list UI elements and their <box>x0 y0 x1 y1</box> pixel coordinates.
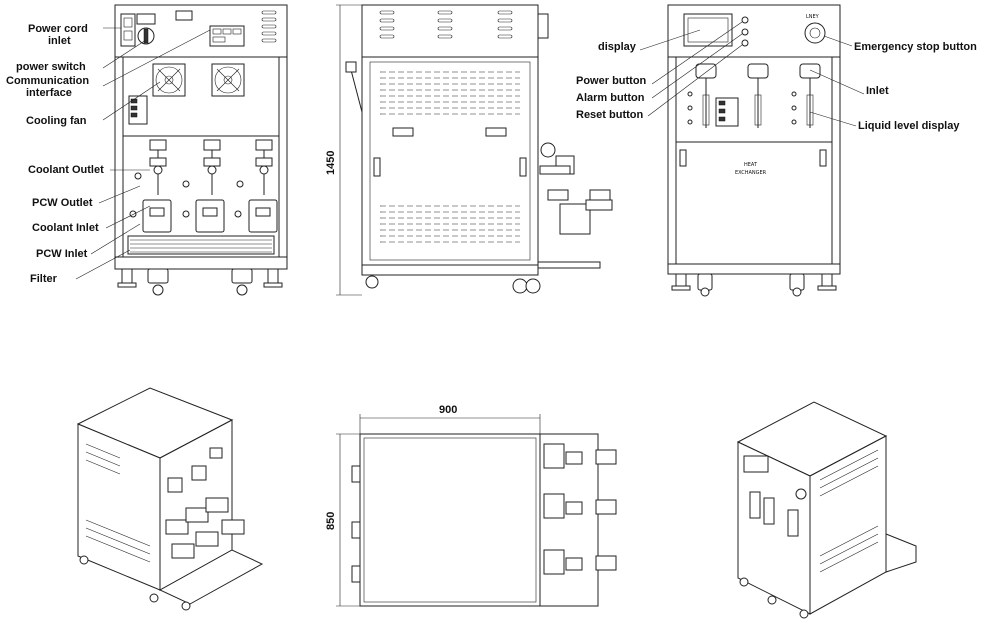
communication-interface <box>209 25 245 47</box>
label-communication-interface-1: Communication <box>6 75 89 87</box>
side-base <box>361 264 539 276</box>
side-view: 1450 <box>325 4 613 296</box>
label-filter: Filter <box>30 273 58 285</box>
rear-main-body <box>667 56 841 265</box>
dim-depth: 850 <box>325 512 337 530</box>
front-view: Power cord inlet power switch Communicat… <box>6 4 288 296</box>
label-coolant-outlet: Coolant Outlet <box>28 164 104 176</box>
filter-grille <box>127 235 275 255</box>
reset-button <box>741 39 749 47</box>
iso-piping <box>165 497 245 559</box>
top-view: 900 850 <box>325 404 617 607</box>
isometric-rear-view <box>736 401 917 619</box>
front-base <box>114 256 288 270</box>
label-power-cord-inlet-1: Power cord <box>28 23 88 35</box>
iso-left-vents <box>85 443 151 563</box>
pcw-filters <box>142 199 278 233</box>
power-switch-label-plate <box>136 13 156 25</box>
dim-width: 900 <box>439 404 457 416</box>
label-pcw-outlet: PCW Outlet <box>32 197 93 209</box>
side-piping <box>539 142 613 235</box>
label-liquid-level-display: Liquid level display <box>858 120 960 132</box>
side-top-vents <box>379 10 513 39</box>
label-communication-interface-2: interface <box>26 87 72 99</box>
label-power-button: Power button <box>576 75 647 87</box>
label-alarm-button: Alarm button <box>576 92 645 104</box>
iso-right-vents <box>819 449 879 573</box>
rear-view: LNEY HEAT EXCHANGER <box>576 4 977 297</box>
alarm-button <box>741 28 749 36</box>
heat-exchanger-label-1: HEAT <box>744 162 758 168</box>
cooling-fan-left <box>152 63 186 97</box>
top-view-body <box>359 433 541 607</box>
label-emergency-stop-button: Emergency stop button <box>854 41 977 53</box>
label-display: display <box>598 41 637 53</box>
label-inlet: Inlet <box>866 85 889 97</box>
emergency-stop-button <box>804 22 826 44</box>
label-coolant-inlet: Coolant Inlet <box>32 222 99 234</box>
power-cord-inlet <box>120 13 136 47</box>
top-view-valves <box>543 443 617 575</box>
rear-base <box>667 263 841 275</box>
label-pcw-inlet: PCW Inlet <box>36 248 88 260</box>
dim-height: 1450 <box>325 151 337 175</box>
rear-reservoirs <box>695 63 821 128</box>
front-top-vents <box>261 10 277 43</box>
side-lower-grille <box>380 205 520 243</box>
side-upper-grille <box>380 71 520 115</box>
isometric-front-view <box>76 387 264 611</box>
heat-exchanger-label-2: EXCHANGER <box>735 170 767 176</box>
iso-display <box>743 455 769 473</box>
side-top-panel <box>361 4 539 58</box>
brand-logo: LNEY <box>806 14 820 20</box>
side-main-body <box>361 56 539 266</box>
label-cooling-fan: Cooling fan <box>26 115 87 127</box>
front-leader-lines <box>75 27 211 280</box>
display-screen <box>683 13 733 47</box>
side-handle <box>350 69 363 113</box>
rear-leader-lines <box>639 21 865 127</box>
power-button <box>741 16 749 24</box>
coolant-outlet-assembly <box>149 139 273 195</box>
label-power-cord-inlet-2: inlet <box>48 35 71 47</box>
label-power-switch: power switch <box>16 61 86 73</box>
cooling-fan-right <box>211 63 245 97</box>
label-reset-button: Reset button <box>576 109 644 121</box>
